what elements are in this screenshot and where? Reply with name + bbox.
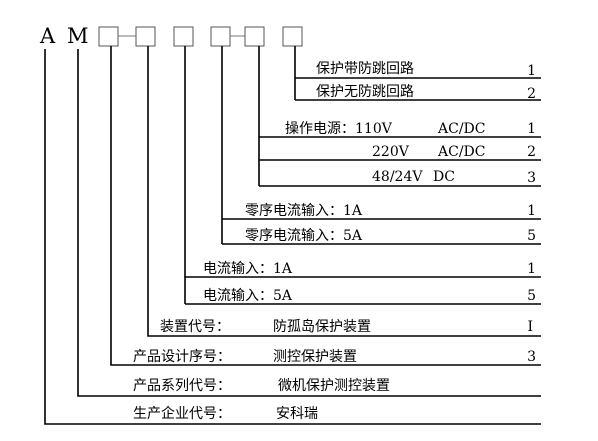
code-power-110v: 1 [527, 121, 536, 137]
prefix-letter-a: A [39, 24, 56, 48]
code-power-220v: 2 [527, 144, 536, 160]
label-power-220v-type: AC/DC [437, 144, 485, 160]
label-current-5a: 电流输入：5A [203, 288, 293, 304]
label-power-48-24v: 48/24V [372, 169, 423, 185]
label-series-code: 产品系列代号： [133, 378, 231, 394]
connector-power-supply [258, 46, 541, 187]
code-with-anti-jump: 1 [527, 63, 536, 79]
label-manufacturer: 生产企业代号： [133, 405, 231, 422]
label-power-110v: 操作电源：110V [285, 121, 393, 137]
label-zero-seq-5a: 零序电流输入：5A [245, 228, 363, 244]
code-box-5 [244, 26, 265, 47]
label-power-110v-type: AC/DC [437, 121, 485, 137]
code-box-3 [173, 26, 194, 47]
value-series-code: 微机保护测控装置 [278, 378, 390, 394]
connector-protection [294, 46, 541, 101]
code-box-6 [282, 26, 303, 47]
label-power-220v: 220V [372, 144, 410, 160]
connector-zero-seq-current [221, 46, 541, 245]
value-design-seq: 测控保护装置 [273, 349, 357, 365]
code-design-seq: 3 [527, 349, 536, 365]
connector-series-code [77, 49, 541, 397]
row-labels: 保护带防跳回路 保护无防跳回路 操作电源：110V AC/DC 220V AC/… [133, 61, 485, 422]
code-box-4 [210, 26, 231, 47]
connector-current-input [184, 46, 541, 305]
code-zero-seq-5a: 5 [527, 228, 536, 244]
label-current-1a: 电流输入：1A [203, 261, 293, 277]
code-device-code: I [527, 319, 533, 335]
code-zero-seq-1a: 1 [527, 203, 536, 219]
label-design-seq: 产品设计序号： [133, 349, 231, 365]
code-power-48-24v: 3 [527, 170, 536, 186]
connector-lines [44, 46, 541, 425]
label-zero-seq-1a: 零序电流输入：1A [245, 203, 363, 219]
label-power-48-24v-type: DC [433, 169, 455, 185]
code-current-1a: 1 [527, 261, 536, 277]
prefix-letter-m: M [67, 24, 89, 48]
connector-device-code [147, 46, 541, 337]
code-box-1 [98, 26, 119, 47]
value-manufacturer: 安科瑞 [276, 406, 318, 422]
code-box-2 [135, 26, 156, 47]
connector-manufacturer [44, 49, 541, 425]
value-device-code: 防孤岛保护装置 [273, 319, 371, 335]
option-codes: 1 2 1 2 3 1 5 1 5 I 3 [527, 63, 536, 365]
connector-design-seq [110, 46, 541, 366]
code-without-anti-jump: 2 [527, 86, 536, 102]
label-with-anti-jump: 保护带防跳回路 [316, 61, 414, 77]
label-without-anti-jump: 保护无防跳回路 [316, 84, 414, 100]
code-boxes [98, 26, 303, 47]
code-current-5a: 5 [527, 288, 536, 304]
label-device-code: 装置代号： [160, 319, 230, 335]
